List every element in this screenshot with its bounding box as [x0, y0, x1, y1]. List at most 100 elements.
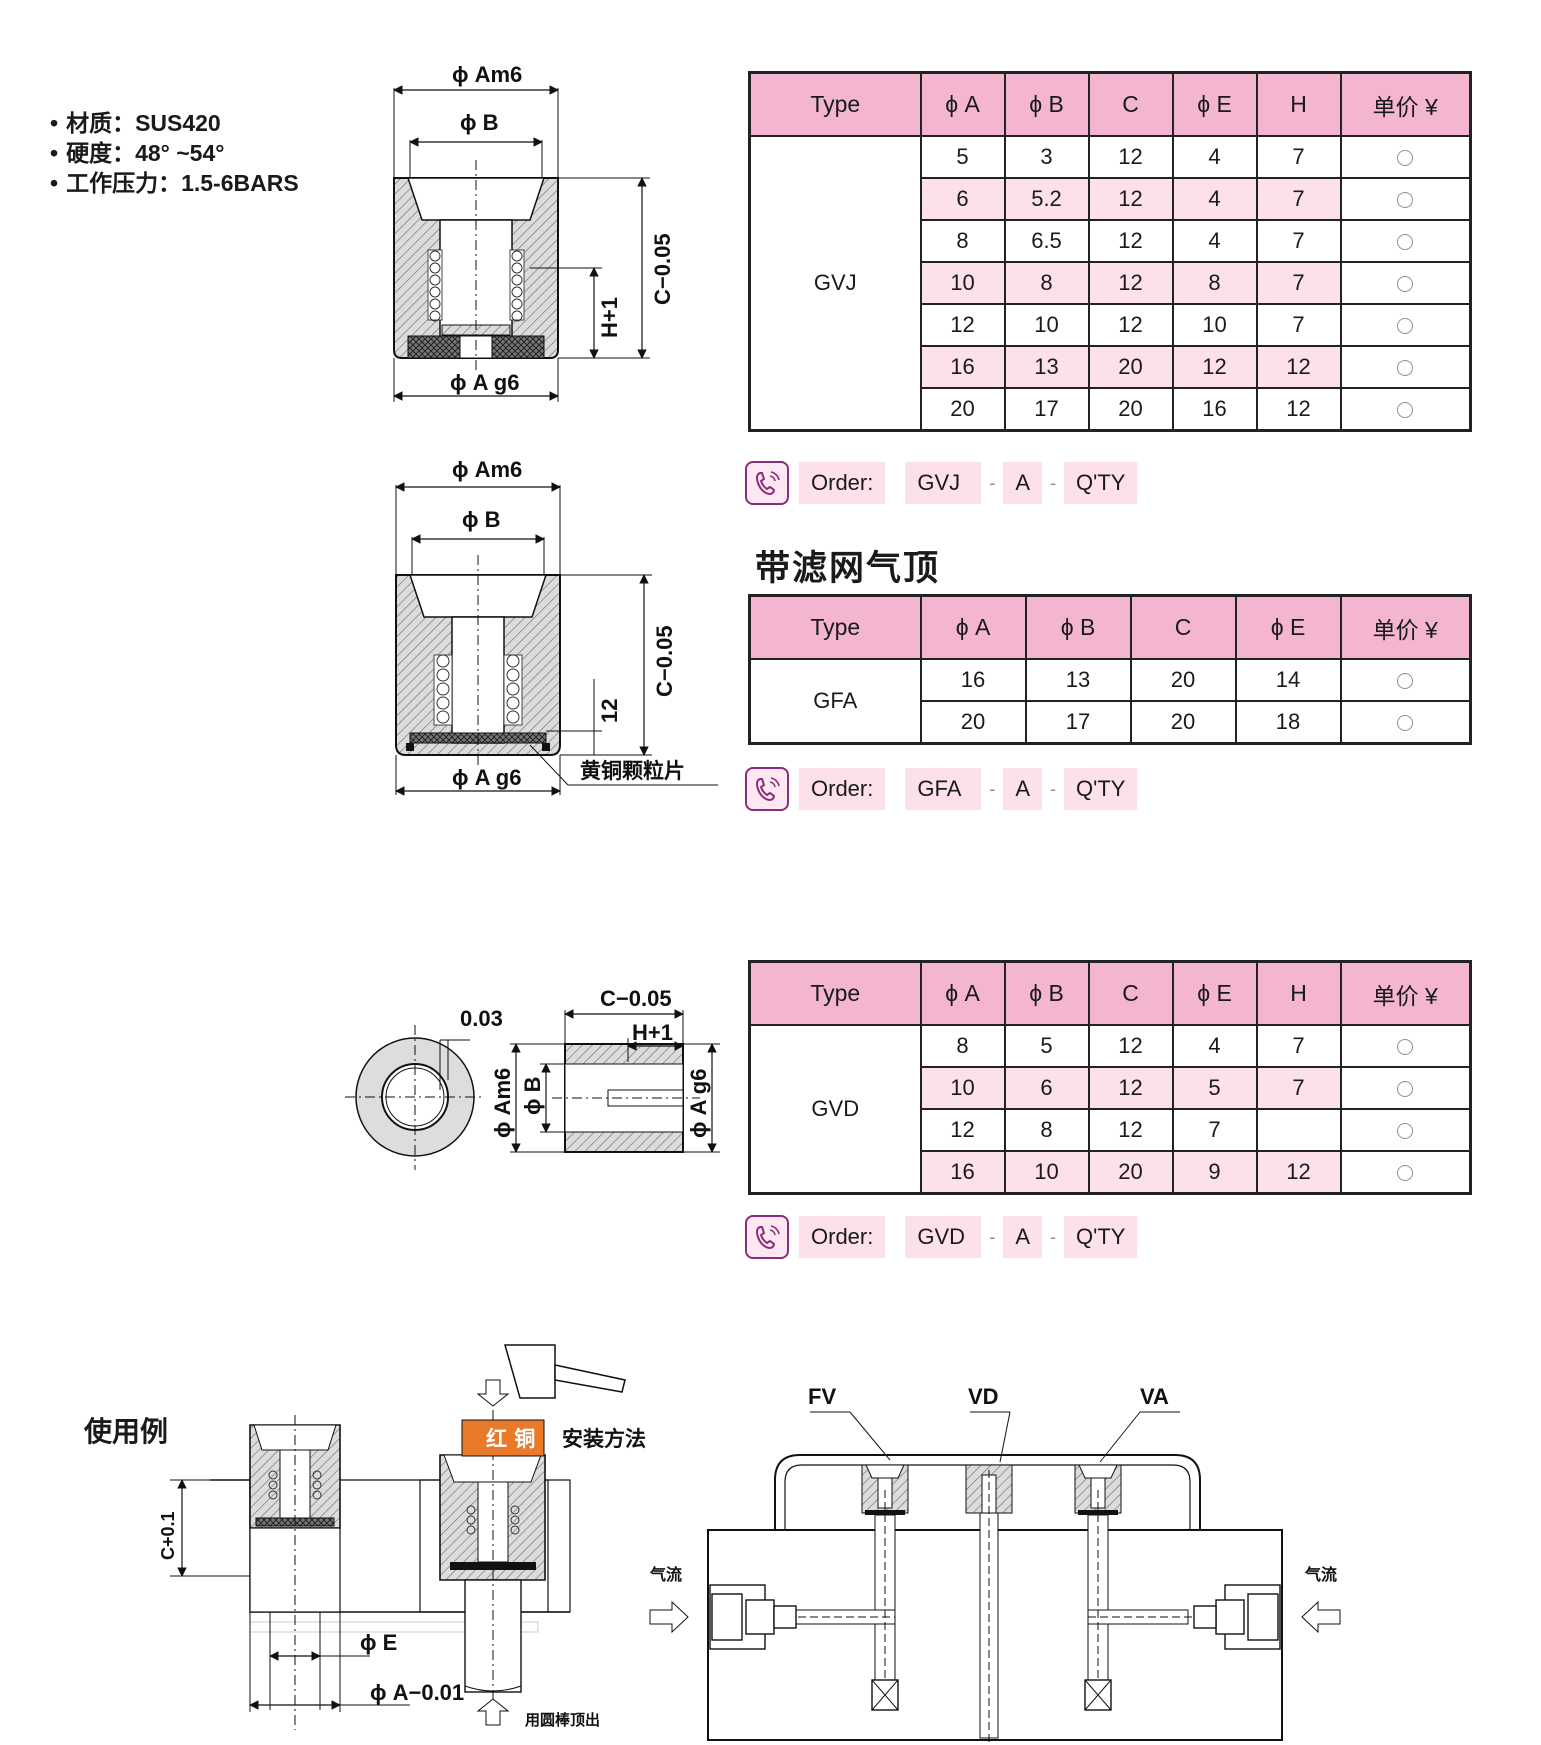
cell: 10	[1171, 303, 1258, 347]
price-cell[interactable]	[1339, 135, 1472, 179]
usage-phi-a: ϕ A−0.01	[370, 1680, 464, 1705]
gvd-order-row: Order: GVD - A - Q'TY	[745, 1215, 1138, 1259]
col-c: C	[1087, 960, 1174, 1026]
col-type: Type	[748, 960, 922, 1026]
price-radio-icon[interactable]	[1397, 318, 1414, 335]
price-radio-icon[interactable]	[1397, 1081, 1414, 1098]
cell: 20	[919, 387, 1006, 432]
dim-phi-a-m6: ϕ Am6	[452, 62, 522, 87]
type-cell: GVD	[748, 1024, 922, 1195]
price-cell[interactable]	[1339, 303, 1472, 347]
price-cell[interactable]	[1339, 1108, 1472, 1152]
usage-phi-e: ϕ E	[360, 1630, 397, 1655]
price-radio-icon[interactable]	[1397, 715, 1414, 732]
cell: 8	[1003, 1108, 1090, 1152]
cell: 12	[919, 1108, 1006, 1152]
order-a: A	[1003, 462, 1043, 504]
usage-c: C+0.1	[158, 1511, 178, 1560]
usage-title: 使用例	[84, 1415, 169, 1448]
order-a: A	[1003, 1216, 1043, 1258]
col-c: C	[1087, 71, 1174, 137]
vent-vd	[965, 1464, 1013, 1745]
brass-filter-label: 黄铜颗粒片	[580, 759, 685, 783]
col-type: Type	[748, 71, 922, 137]
cell: 5	[1003, 1024, 1090, 1068]
price-cell[interactable]	[1339, 1024, 1472, 1068]
push-out-label: 用圆棒顶出	[525, 1711, 600, 1729]
price-cell[interactable]	[1339, 1066, 1472, 1110]
cell: 8	[919, 219, 1006, 263]
price-cell[interactable]	[1339, 219, 1472, 263]
price-radio-icon[interactable]	[1397, 1039, 1414, 1056]
price-radio-icon[interactable]	[1397, 1123, 1414, 1140]
dim-h: H+1	[597, 297, 622, 338]
order-a: A	[1003, 768, 1043, 810]
dim-phi-a-m6-2: ϕ Am6	[452, 457, 522, 482]
cell: 20	[1087, 345, 1174, 389]
dim-c-2: C−0.05	[652, 625, 677, 697]
price-cell[interactable]	[1339, 177, 1472, 221]
cell: 13	[1024, 658, 1132, 702]
cell: 5	[919, 135, 1006, 179]
cell: 12	[919, 303, 1006, 347]
price-cell[interactable]	[1339, 261, 1472, 305]
copper-label: 红 铜	[486, 1427, 535, 1451]
cell: 8	[1171, 261, 1258, 305]
price-cell[interactable]	[1339, 345, 1472, 389]
usage-example-drawing: ϕ E ϕ A−0.01 C+0.1 红 铜 安装方法 用圆棒顶出	[158, 1379, 646, 1730]
dim-c-3: C−0.05	[600, 986, 672, 1011]
gvd-drawing: 0.03 C−0.05 H+1 ϕ Am6 ϕ B ϕ A g6	[345, 986, 720, 1170]
cell: 14	[1234, 658, 1342, 702]
price-radio-icon[interactable]	[1397, 276, 1414, 293]
order-label: Order:	[799, 462, 886, 504]
col-phi-a: ϕ A	[919, 594, 1027, 660]
cell: 8	[1003, 261, 1090, 305]
price-radio-icon[interactable]	[1397, 673, 1414, 690]
cell: 6	[1003, 1066, 1090, 1110]
label-fv: FV	[808, 1384, 836, 1409]
cell: 6.5	[1003, 219, 1090, 263]
label-vd: VD	[968, 1384, 999, 1409]
price-radio-icon[interactable]	[1397, 234, 1414, 251]
price-radio-icon[interactable]	[1397, 150, 1414, 167]
dim-phi-b-2: ϕ B	[462, 507, 501, 532]
dim-12: 12	[597, 699, 622, 723]
phone-icon[interactable]	[745, 767, 789, 811]
cell: 12	[1255, 387, 1342, 432]
col-h: H	[1255, 960, 1342, 1026]
airflow-left-label: 气流	[649, 1565, 682, 1584]
phone-icon[interactable]	[745, 1215, 789, 1259]
price-radio-icon[interactable]	[1397, 192, 1414, 209]
dim-phi-b: ϕ B	[460, 110, 499, 135]
order-label: Order:	[799, 768, 886, 810]
cell: 7	[1255, 303, 1342, 347]
cell: 20	[1129, 700, 1237, 745]
hammer-icon	[504, 1344, 626, 1399]
cell: 4	[1171, 1024, 1258, 1068]
cell: 20	[1087, 387, 1174, 432]
cell: 10	[1003, 1150, 1090, 1195]
col-price: 单价 ¥	[1339, 960, 1472, 1026]
cell: 12	[1087, 261, 1174, 305]
price-cell[interactable]	[1339, 658, 1472, 702]
price-radio-icon[interactable]	[1397, 1165, 1414, 1182]
cell: 8	[919, 1024, 1006, 1068]
price-cell[interactable]	[1339, 387, 1472, 432]
price-cell[interactable]	[1339, 1150, 1472, 1195]
gfa-section-drawing: ϕ Am6 ϕ B C−0.05 12 ϕ A g6 黄铜颗粒片	[395, 457, 718, 796]
label-va: VA	[1140, 1384, 1169, 1409]
price-radio-icon[interactable]	[1397, 402, 1414, 419]
dim-phi-b-3: ϕ B	[520, 1077, 545, 1116]
dim-phi-a-g6-2: ϕ A g6	[452, 765, 521, 790]
col-phi-b: ϕ B	[1024, 594, 1132, 660]
price-cell[interactable]	[1339, 700, 1472, 745]
phone-icon[interactable]	[745, 461, 789, 505]
order-label: Order:	[799, 1216, 886, 1258]
price-radio-icon[interactable]	[1397, 360, 1414, 377]
col-phi-a: ϕ A	[919, 960, 1006, 1026]
cell: 6	[919, 177, 1006, 221]
cell: 3	[1003, 135, 1090, 179]
